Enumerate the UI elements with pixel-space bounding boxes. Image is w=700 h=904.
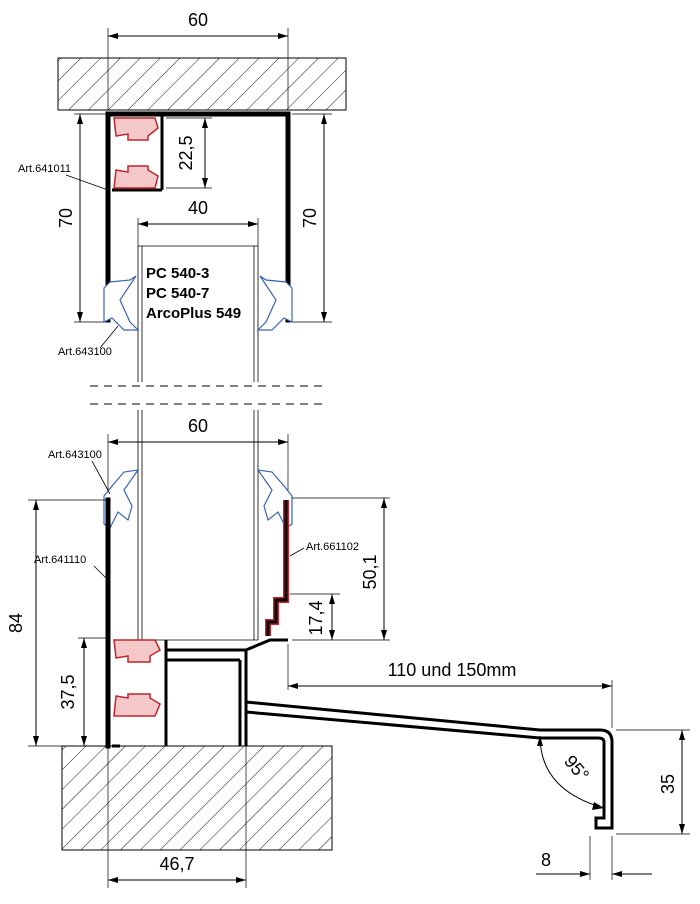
step-height-label: 17,4 bbox=[306, 600, 326, 635]
panel-type-3: ArcoPlus 549 bbox=[146, 305, 241, 322]
drip-height-dimension: 35 bbox=[616, 729, 690, 835]
top-clips bbox=[103, 275, 293, 331]
art-661102-label: Art.661102 bbox=[306, 541, 359, 553]
sill-overhang bbox=[245, 700, 614, 830]
drip-width-dimension: 8 bbox=[536, 836, 652, 880]
bottom-gasket-dimension: 37,5 bbox=[58, 637, 108, 746]
left-height-top-dimension: 70 bbox=[56, 113, 108, 323]
angle-label: 95° bbox=[560, 751, 593, 785]
bottom-article-labels: Art.643100 Art.641110 bbox=[34, 449, 111, 581]
bottom-width-label: 60 bbox=[188, 416, 208, 436]
step-height-dimension: 17,4 bbox=[290, 593, 340, 640]
top-article-labels: Art.641011 Art.643100 bbox=[18, 163, 119, 358]
top-width-dimension: 60 bbox=[107, 10, 289, 110]
top-width-label: 60 bbox=[188, 10, 208, 30]
art-641011-label: Art.641011 bbox=[18, 163, 71, 175]
profile-height-dimension: 50,1 bbox=[292, 497, 390, 641]
drip-height-label: 35 bbox=[658, 774, 678, 794]
bottom-frame-profile bbox=[105, 497, 288, 749]
left-height-top-label: 70 bbox=[56, 208, 76, 228]
art-641110-label: Art.641110 bbox=[34, 554, 86, 566]
panel-type-1: PC 540-3 bbox=[146, 265, 209, 282]
panel-width-label: 40 bbox=[188, 198, 208, 218]
bottom-clips bbox=[103, 469, 293, 529]
base-width-dimension: 46,7 bbox=[107, 746, 247, 888]
right-height-top-label: 70 bbox=[300, 208, 320, 228]
top-gasket-dimension: 22,5 bbox=[166, 117, 212, 189]
panel-bottom bbox=[137, 410, 259, 641]
left-height-bottom-label: 84 bbox=[6, 613, 26, 633]
right-height-top-dimension: 70 bbox=[292, 113, 332, 323]
panel-type-2: PC 540-7 bbox=[146, 285, 209, 302]
left-height-bottom-dimension: 84 bbox=[6, 499, 108, 747]
top-wall-hatch bbox=[57, 57, 347, 111]
gasket-height-bottom-label: 37,5 bbox=[58, 674, 78, 709]
drip-width-label: 8 bbox=[541, 850, 551, 870]
panel-top bbox=[137, 245, 259, 382]
overhang-length-dimension: 110 und 150mm bbox=[287, 644, 613, 728]
panel-types: PC 540-3 PC 540-7 ArcoPlus 549 bbox=[146, 265, 241, 322]
overhang-length-label: 110 und 150mm bbox=[388, 660, 517, 680]
art-661102-callout: Art.661102 bbox=[289, 541, 359, 557]
art-643100-top-label: Art.643100 bbox=[58, 346, 112, 358]
bottom-gasket bbox=[113, 639, 161, 717]
panel-width-dimension: 40 bbox=[137, 198, 259, 246]
base-width-label: 46,7 bbox=[159, 854, 194, 874]
bottom-wall-hatch bbox=[61, 745, 333, 851]
drip-profile-highlight bbox=[265, 500, 289, 636]
bottom-width-dimension: 60 bbox=[107, 416, 289, 492]
profile-height-label: 50,1 bbox=[360, 554, 380, 589]
angle-annotation: 95° bbox=[537, 735, 605, 810]
art-643100-bottom-label: Art.643100 bbox=[48, 449, 102, 461]
top-gasket-height-label: 22,5 bbox=[176, 135, 196, 170]
top-frame-profile bbox=[105, 111, 291, 323]
top-gasket bbox=[113, 117, 159, 189]
break-lines bbox=[90, 385, 322, 405]
